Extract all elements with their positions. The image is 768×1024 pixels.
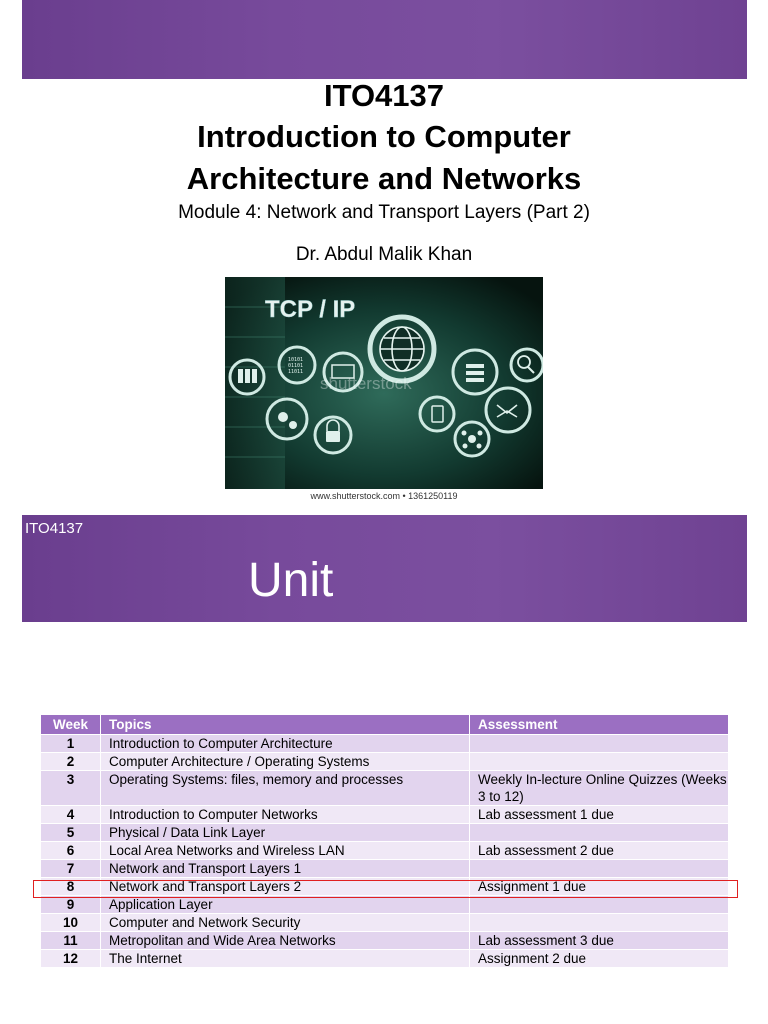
image-watermark: shutterstock	[320, 374, 412, 393]
course-title-line1: Introduction to Computer	[197, 119, 571, 154]
topic-cell: Metropolitan and Wide Area Networks	[100, 931, 470, 950]
topic-cell: Physical / Data Link Layer	[100, 823, 470, 842]
assessment-cell	[469, 752, 729, 771]
week-cell: 3	[40, 770, 101, 806]
topic-cell: Application Layer	[100, 895, 470, 914]
unit-code: ITO4137	[25, 520, 84, 537]
network-icon	[453, 420, 491, 458]
unit-heading: Unit	[248, 554, 334, 607]
unit-header-bar	[22, 515, 747, 622]
svg-text:11011: 11011	[288, 369, 303, 375]
tcp-ip-banner: TCP / IP	[265, 296, 355, 323]
topic-cell: Local Area Networks and Wireless LAN	[100, 841, 470, 860]
svg-text:10101: 10101	[288, 357, 303, 363]
week-cell: 4	[40, 805, 101, 824]
assessment-cell: Lab assessment 2 due	[469, 841, 729, 860]
column-header-week: Week	[40, 714, 101, 735]
assessment-cell: Weekly In-lecture Online Quizzes (Weeks …	[469, 770, 729, 806]
week-cell: 6	[40, 841, 101, 860]
week-cell: 1	[40, 734, 101, 753]
week-cell: 11	[40, 931, 101, 950]
course-code: ITO4137	[323, 78, 445, 113]
column-header-topics: Topics	[100, 714, 470, 735]
tcp-ip-illustration: TCP / IP	[225, 277, 543, 489]
svg-text:01101: 01101	[288, 363, 303, 369]
topic-cell: Computer and Network Security	[100, 913, 470, 932]
week-cell: 12	[40, 949, 101, 968]
week-cell: 7	[40, 859, 101, 878]
week-8-highlight	[33, 880, 738, 898]
assessment-cell: Assignment 1 due	[469, 877, 729, 896]
week-cell: 5	[40, 823, 101, 842]
assessment-cell	[469, 895, 729, 914]
image-credit: www.shutterstock.com • 1361250119	[310, 491, 458, 501]
course-title: Introduction to Computer Architecture an…	[0, 116, 768, 200]
week-cell: 9	[40, 895, 101, 914]
week-cell: 2	[40, 752, 101, 771]
module-subtitle: Module 4: Network and Transport Layers (…	[178, 202, 590, 223]
database-icon	[451, 348, 499, 396]
assessment-cell: Lab assessment 3 due	[469, 931, 729, 950]
column-header-assessment: Assessment	[469, 714, 729, 735]
gears-icon	[265, 397, 309, 441]
tablet-icon	[418, 395, 456, 433]
assessment-cell	[469, 823, 729, 842]
globe-icon	[367, 314, 437, 384]
lock-icon	[313, 415, 353, 455]
topic-cell: Introduction to Computer Architecture	[100, 734, 470, 753]
topic-cell: Network and Transport Layers 1	[100, 859, 470, 878]
handshake-icon	[484, 386, 532, 434]
search-icon	[509, 347, 543, 383]
monitor-icon	[322, 351, 364, 393]
assessment-cell	[469, 734, 729, 753]
slide-header-bar	[22, 0, 747, 79]
assessment-cell: Lab assessment 1 due	[469, 805, 729, 824]
topic-cell: The Internet	[100, 949, 470, 968]
assessment-cell	[469, 859, 729, 878]
server-icon	[228, 358, 266, 396]
assessment-cell: Assignment 2 due	[469, 949, 729, 968]
topic-cell: Operating Systems: files, memory and pro…	[100, 770, 470, 806]
lecturer-name: Dr. Abdul Malik Khan	[295, 244, 473, 265]
topic-cell: Computer Architecture / Operating System…	[100, 752, 470, 771]
course-title-line2: Architecture and Networks	[186, 161, 582, 196]
binary-icon	[277, 345, 317, 385]
week-cell: 8	[40, 877, 101, 896]
week-cell: 10	[40, 913, 101, 932]
topic-cell: Introduction to Computer Networks	[100, 805, 470, 824]
table-header-row: Week Topics Assessment	[40, 714, 729, 735]
assessment-cell	[469, 913, 729, 932]
